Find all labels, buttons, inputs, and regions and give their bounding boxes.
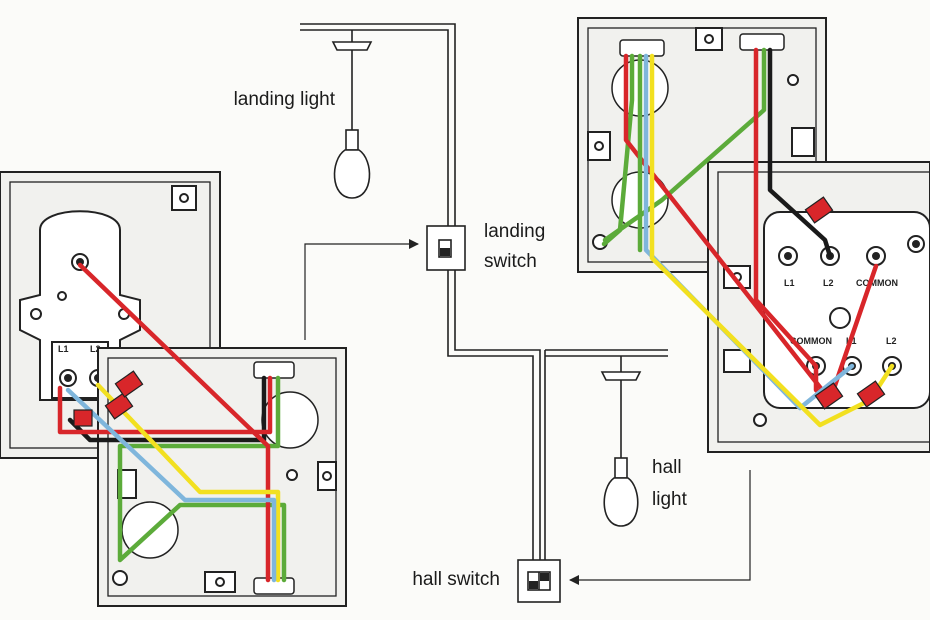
landing-switch-plate (426, 225, 466, 271)
hall-switch-plate (517, 559, 561, 603)
left-terminal-l1: L1 (58, 344, 69, 354)
right-terminal-l2-top: L2 (823, 278, 834, 288)
right-terminal-l2-bottom: L2 (886, 336, 897, 346)
right-terminal-l1-top: L1 (784, 278, 795, 288)
landing-switch-label-line1: landing (484, 221, 546, 242)
hall-light-label-line2: light (652, 489, 687, 510)
right-wire-black (767, 47, 833, 259)
right-switch-plate (707, 161, 930, 453)
right-cable-entry-2 (739, 33, 785, 51)
landing-light-label: landing light (233, 89, 335, 110)
right-connectors (804, 196, 886, 410)
left-wire-blue (65, 387, 277, 583)
left-cable-entry-top (253, 361, 295, 379)
right-wire-green-2 (601, 53, 635, 247)
right-wire-green-1 (602, 47, 767, 243)
left-connectors (73, 370, 144, 427)
right-switch-wiring: L1 L2 COMMON COMMON L1 L2 (577, 17, 930, 453)
right-cable-entry-1 (619, 39, 665, 57)
right-terminal-common-bottom: COMMON (790, 336, 832, 346)
left-terminal-l2: L2 (90, 344, 101, 354)
left-wires (57, 262, 287, 583)
right-terminal-common-top: COMMON (856, 278, 898, 288)
hall-switch-label: hall switch (412, 569, 500, 590)
left-wire-yellow (95, 382, 281, 583)
hall-light-label-line1: hall (652, 457, 682, 478)
landing-light-fixture (331, 30, 373, 199)
pointer-arrows (304, 239, 751, 585)
landing-switch-label-line2: switch (484, 251, 537, 272)
right-wire-red-2 (623, 53, 879, 403)
schematic-cables (300, 23, 668, 565)
left-switch-wiring: L1 L2 (0, 171, 347, 607)
left-wire-red-1 (57, 375, 273, 435)
hall-light-fixture (600, 356, 642, 527)
left-wire-red-2 (77, 262, 271, 583)
